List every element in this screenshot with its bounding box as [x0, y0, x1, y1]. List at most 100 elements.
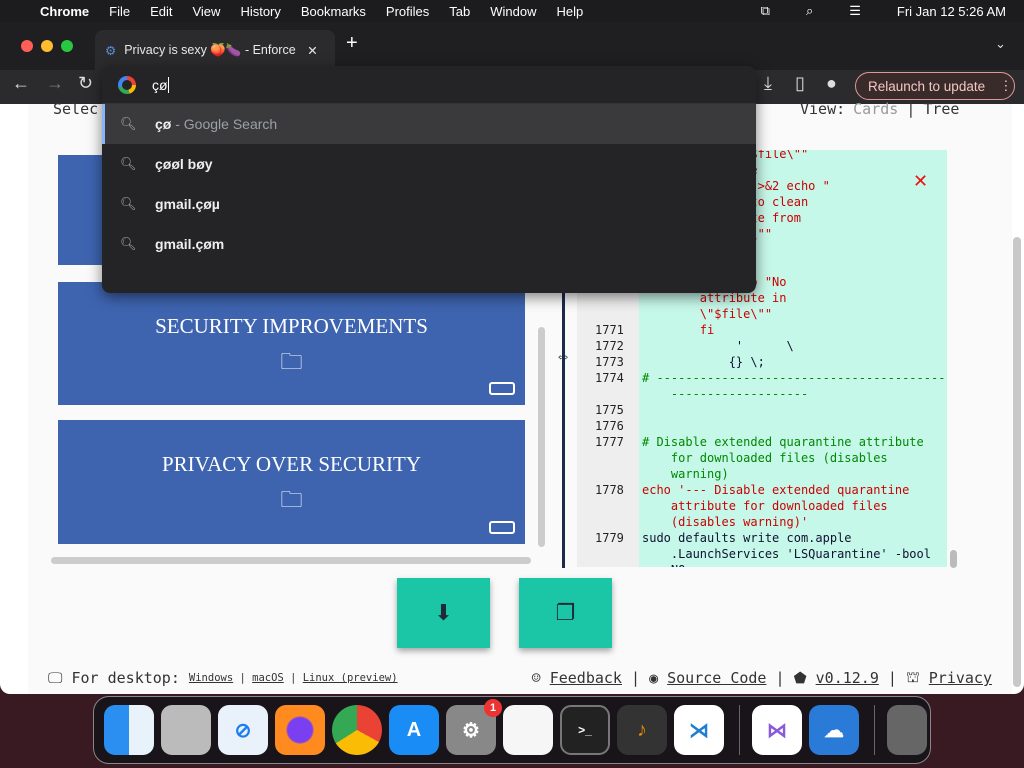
relaunch-label: Relaunch to update	[868, 78, 986, 94]
spotlight-search-icon[interactable]: ⌕	[805, 3, 814, 18]
resize-arrows-icon[interactable]: ⇔	[555, 348, 571, 365]
more-menu-icon[interactable]: ⋮	[999, 78, 1013, 93]
dock-separator	[874, 705, 875, 755]
search-icon: 🔍︎	[120, 236, 137, 251]
card-title: SECURITY IMPROVEMENTS	[155, 314, 428, 338]
view-cards-option[interactable]: Cards	[853, 100, 899, 118]
feedback-link[interactable]: Feedback	[549, 669, 622, 687]
reload-button[interactable]: ↻	[78, 73, 94, 93]
close-tab-icon[interactable]: ✕	[307, 43, 318, 58]
dock-vscode[interactable]: ⋊	[674, 705, 724, 755]
suggestion-item[interactable]: 🔍︎ gmail.çøm	[102, 224, 756, 264]
dock-garageband[interactable]: ♪	[617, 705, 667, 755]
cards-horizontal-scrollbar[interactable]	[51, 557, 531, 564]
desktop-icon: 🖵	[48, 669, 63, 687]
suggestion-google-search[interactable]: 🔍︎çø - Google Search	[102, 104, 756, 144]
suggestion-suffix: - Google Search	[171, 116, 278, 132]
footer: 🖵 For desktop: Windows | macOS | Linux (…	[48, 668, 992, 687]
category-card-privacy-over-security[interactable]: PRIVACY OVER SECURITY 🗀	[58, 420, 525, 544]
dock-app-store[interactable]: A	[389, 705, 439, 755]
suggestion-text: gmail.çøm	[155, 236, 225, 252]
menu-edit[interactable]: Edit	[150, 3, 173, 19]
dock-launchpad[interactable]	[161, 705, 211, 755]
dock-safari[interactable]: ⊘	[218, 705, 268, 755]
battery-icon	[489, 521, 515, 534]
menu-help[interactable]: Help	[556, 3, 584, 19]
menu-app-name[interactable]: Chrome	[40, 3, 90, 19]
dock-visual-studio[interactable]: ⋈	[752, 705, 802, 755]
dock-separator	[739, 705, 740, 755]
copy-button[interactable]: ❐	[519, 578, 612, 648]
pane-divider[interactable]	[562, 150, 565, 568]
google-icon	[118, 75, 136, 94]
notification-badge: 1	[484, 699, 502, 717]
code-scrollbar[interactable]	[950, 550, 957, 568]
windows-link[interactable]: Windows	[188, 672, 234, 684]
cards-vertical-scrollbar[interactable]	[538, 327, 545, 547]
new-tab-button[interactable]: +	[346, 32, 358, 54]
tab-privacy-is-sexy[interactable]: ⚙ Privacy is sexy 🍑🍆 - Enforce ✕	[95, 30, 335, 70]
line-number: 1777	[595, 435, 624, 449]
dock: ⊘ A ⚙1 >_ ♪ ⋊ ⋈ ☁	[93, 696, 931, 764]
category-card-security-improvements[interactable]: SECURITY IMPROVEMENTS 🗀	[58, 282, 525, 405]
battery-icon	[489, 382, 515, 395]
address-bar[interactable]: çø	[102, 66, 756, 104]
line-number: 1778	[595, 483, 624, 497]
forward-button[interactable]: →	[46, 73, 64, 93]
code-line: # Disable extended quarantine attribute	[642, 435, 924, 449]
control-center-icon[interactable]: ☰	[849, 3, 861, 18]
menu-window[interactable]: Window	[490, 3, 537, 19]
copy-icon: ❐	[555, 600, 576, 625]
dock-finder[interactable]	[104, 705, 154, 755]
folder-icon: 🗀	[280, 349, 303, 374]
menu-view[interactable]: View	[192, 3, 221, 19]
dock-textedit[interactable]	[503, 705, 553, 755]
dock-system-settings[interactable]: ⚙1	[446, 699, 502, 755]
downloads-icon[interactable]: ⤓	[764, 73, 772, 93]
tab-strip: ⚙ Privacy is sexy 🍑🍆 - Enforce ✕ + ⌄	[0, 22, 1024, 70]
view-separator: |	[906, 100, 916, 118]
zoom-window-button[interactable]	[61, 40, 73, 52]
tab-search-chevron-icon[interactable]: ⌄	[995, 36, 1006, 51]
line-number: 1772	[595, 339, 624, 353]
page-scrollbar[interactable]	[1013, 237, 1021, 687]
suggestion-item[interactable]: 🔍︎gmail.çøµ	[102, 184, 756, 224]
browser-window: ⚙ Privacy is sexy 🍑🍆 - Enforce ✕ + ⌄ ← →…	[0, 22, 1024, 694]
dock-firefox[interactable]	[275, 705, 325, 755]
dock-chrome[interactable]	[332, 705, 382, 755]
close-window-button[interactable]	[21, 40, 33, 52]
search-icon: 🔍︎	[120, 116, 137, 131]
back-button[interactable]: ←	[12, 73, 30, 93]
dock-terminal[interactable]: >_	[560, 705, 610, 755]
screen-mirror-icon[interactable]: ⧉	[760, 3, 770, 18]
menu-profiles[interactable]: Profiles	[385, 3, 430, 19]
privacy-icon: ⛫	[905, 668, 920, 686]
menu-tab[interactable]: Tab	[449, 3, 471, 19]
download-button[interactable]: ⬇	[397, 578, 490, 648]
relaunch-to-update-button[interactable]: Relaunch to update ⋮	[855, 72, 1015, 100]
view-tree-option[interactable]: Tree	[923, 100, 960, 118]
menu-file[interactable]: File	[109, 3, 131, 19]
code-line: .LaunchServices 'LSQuarantine' -bool	[642, 547, 931, 561]
macos-link[interactable]: macOS	[252, 672, 284, 684]
line-number: 1774	[595, 371, 624, 385]
code-line: {} \;	[642, 355, 765, 369]
code-line: echo '--- Disable extended quarantine	[642, 483, 910, 497]
suggestion-item[interactable]: 🔍︎çøøl bøy	[102, 144, 756, 184]
version-link[interactable]: v0.12.9	[815, 669, 879, 687]
menu-history[interactable]: History	[240, 3, 281, 19]
menu-bookmarks[interactable]: Bookmarks	[300, 3, 366, 19]
line-number: 1775	[595, 403, 624, 417]
minimize-window-button[interactable]	[41, 40, 53, 52]
dock-trash[interactable]	[887, 705, 927, 755]
profile-icon[interactable]: ●	[826, 73, 837, 93]
side-panel-icon[interactable]: ▯	[795, 73, 805, 93]
address-input[interactable]: çø	[152, 76, 168, 93]
desktop-label: For desktop:	[71, 669, 180, 687]
source-code-link[interactable]: Source Code	[667, 669, 767, 687]
privacy-link[interactable]: Privacy	[928, 669, 992, 687]
clock[interactable]: Fri Jan 12 5:26 AM	[896, 3, 1006, 19]
linux-link[interactable]: Linux (preview)	[302, 672, 398, 684]
suggestion-text: çøøl bøy	[155, 156, 213, 172]
dock-weather[interactable]: ☁	[809, 705, 859, 755]
